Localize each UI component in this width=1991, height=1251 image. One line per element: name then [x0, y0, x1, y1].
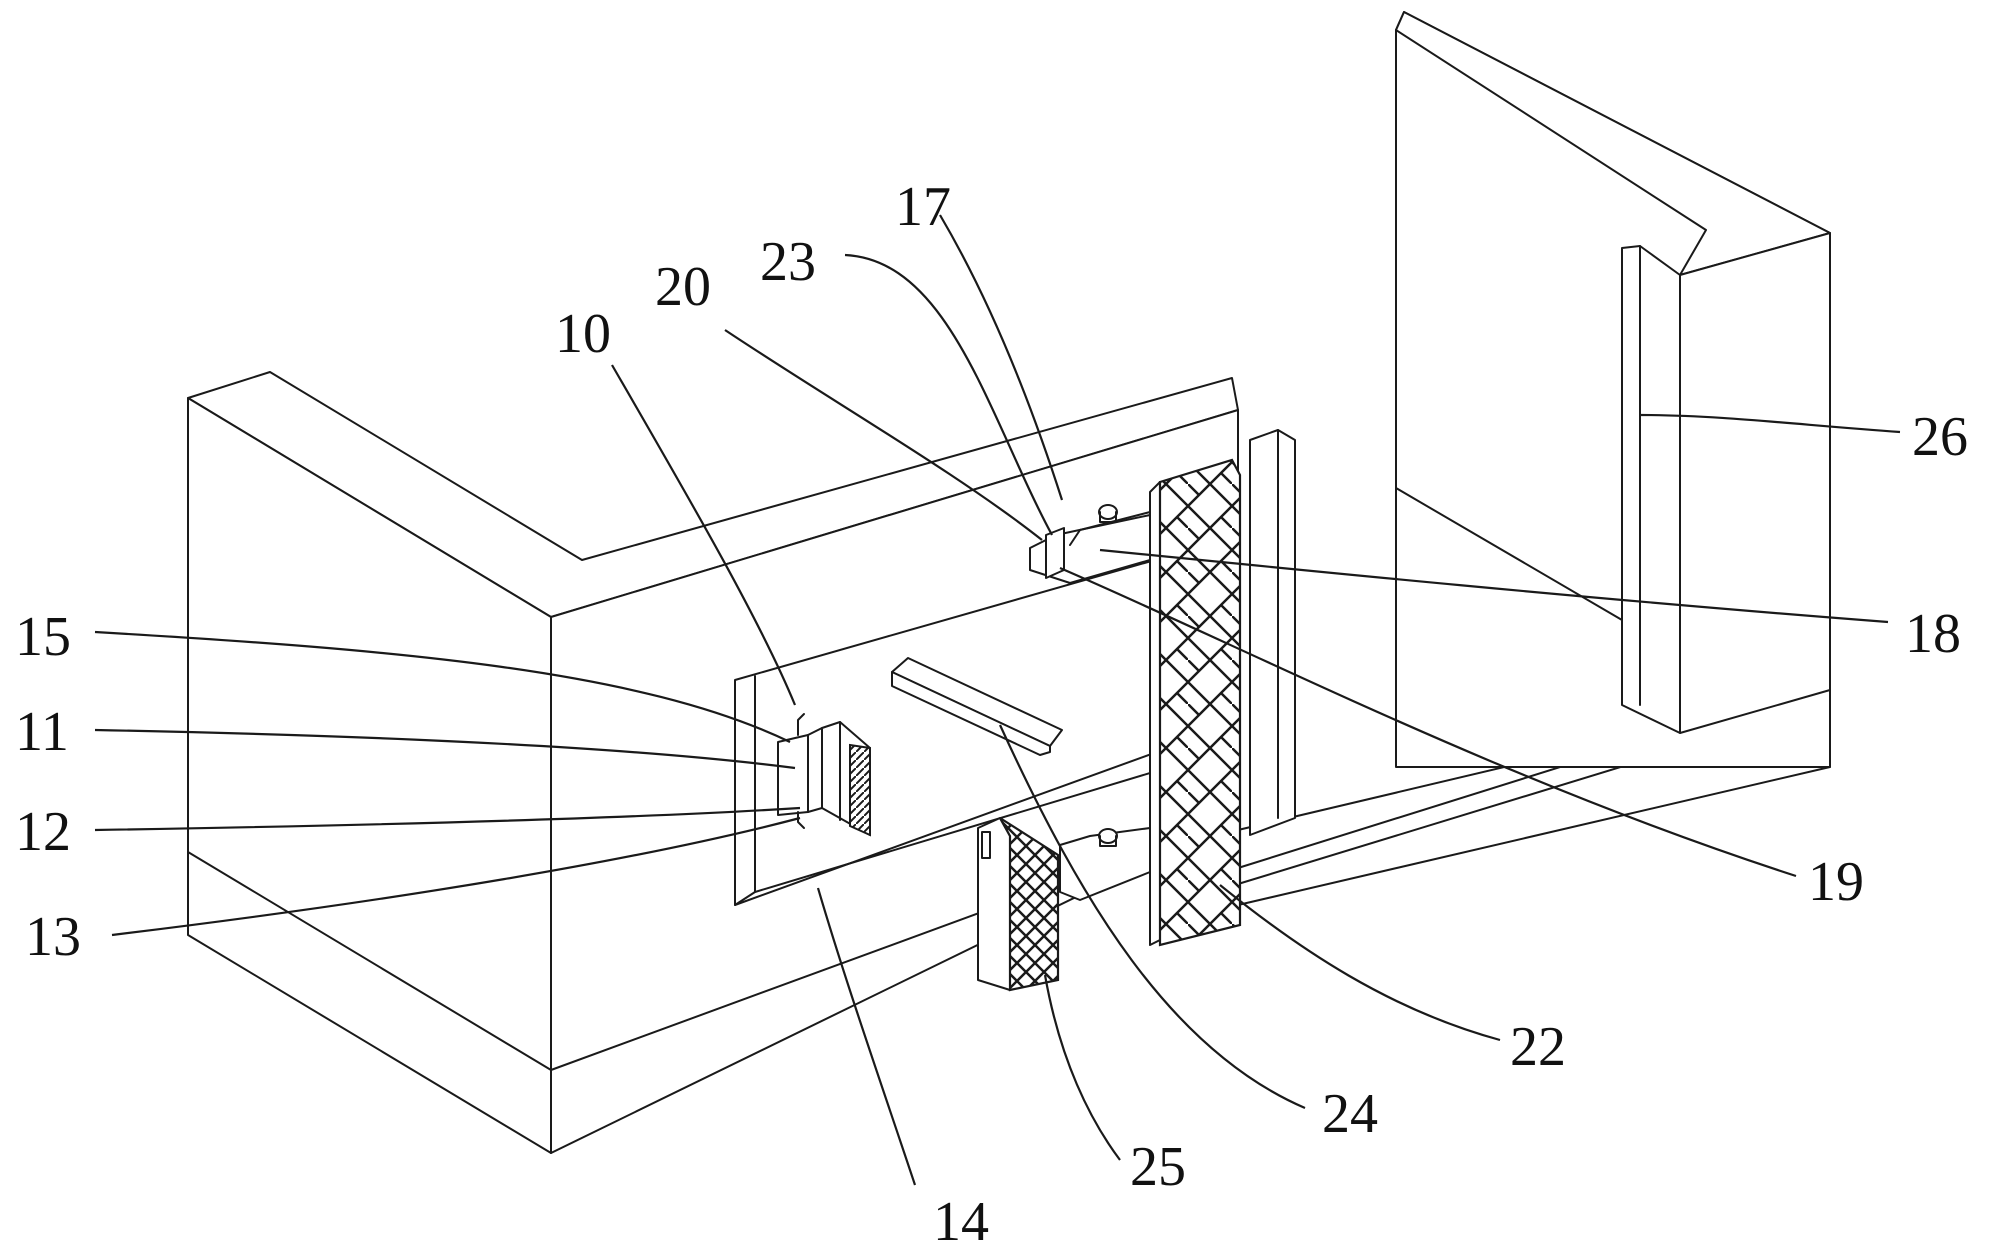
- leader-18: [1099, 548, 1889, 624]
- back-panel-face: [1249, 429, 1296, 836]
- leader-24: [998, 724, 1306, 1110]
- label-19: 19: [1808, 851, 1864, 913]
- reference-labels: 10 11 12 13 14 15 17 18 19 20 22 23 24 2…: [15, 176, 1968, 1251]
- clip-pad-hatch: [849, 743, 871, 837]
- label-22: 22: [1510, 1016, 1566, 1078]
- leader-15: [94, 630, 791, 743]
- plate-22-face: [1158, 458, 1242, 947]
- label-24: 24: [1322, 1083, 1378, 1145]
- leader-11: [94, 728, 796, 770]
- floor-rail-line-2: [1237, 757, 1651, 885]
- label-20: 20: [655, 256, 711, 318]
- upper-bolt: [1098, 504, 1118, 520]
- upper-bracket-fold: [1069, 511, 1151, 546]
- leader-26: [1639, 413, 1901, 434]
- hatched-plate-22: [1149, 458, 1242, 947]
- label-13: 13: [25, 906, 81, 968]
- clip-hook-top: [797, 713, 805, 736]
- hatched-block-25: [977, 817, 1060, 992]
- vertical-panel-26: [1621, 245, 1681, 734]
- leader-12: [94, 806, 801, 832]
- label-25: 25: [1130, 1136, 1186, 1198]
- label-26: 26: [1912, 406, 1968, 468]
- right-wall-edge: [1395, 29, 1623, 621]
- label-18: 18: [1905, 603, 1961, 665]
- label-12: 12: [15, 801, 71, 863]
- leader-13: [111, 816, 801, 937]
- plate-22-side: [1149, 481, 1161, 946]
- block-25-face: [999, 817, 1060, 992]
- recess-lip: [734, 891, 756, 906]
- label-14: 14: [933, 1191, 989, 1251]
- leader-14: [816, 887, 917, 1186]
- lower-bolt-stem: [1099, 835, 1117, 847]
- clip-assembly: [777, 713, 871, 837]
- right-wall-side: [1679, 232, 1831, 734]
- label-11: 11: [15, 701, 69, 763]
- label-10: 10: [555, 303, 611, 365]
- block-25-slot: [981, 831, 991, 859]
- clip-hook-bottom: [797, 811, 805, 829]
- upper-bracket-block: [1045, 527, 1065, 579]
- leader-lines: [94, 214, 1901, 1186]
- label-23: 23: [760, 231, 816, 293]
- right-base-block: [1237, 11, 1831, 906]
- diagonal-bar-24: [891, 657, 1063, 756]
- label-15: 15: [15, 606, 71, 668]
- label-17: 17: [895, 176, 951, 238]
- lower-bolt: [1098, 828, 1118, 844]
- clip-base-11: [777, 734, 809, 816]
- leader-17: [939, 214, 1064, 501]
- leader-19: [1059, 566, 1797, 878]
- clip-body-12: [807, 727, 823, 813]
- leader-10: [611, 364, 797, 706]
- leader-22: [1219, 884, 1501, 1042]
- diagonal-bar-side: [891, 671, 1051, 756]
- leader-23: [844, 253, 1053, 536]
- upper-bolt-stem: [1099, 511, 1117, 523]
- leader-25: [1043, 974, 1121, 1161]
- back-panel: [1249, 429, 1296, 836]
- leader-20: [724, 329, 1043, 541]
- upper-bracket: [1029, 504, 1151, 584]
